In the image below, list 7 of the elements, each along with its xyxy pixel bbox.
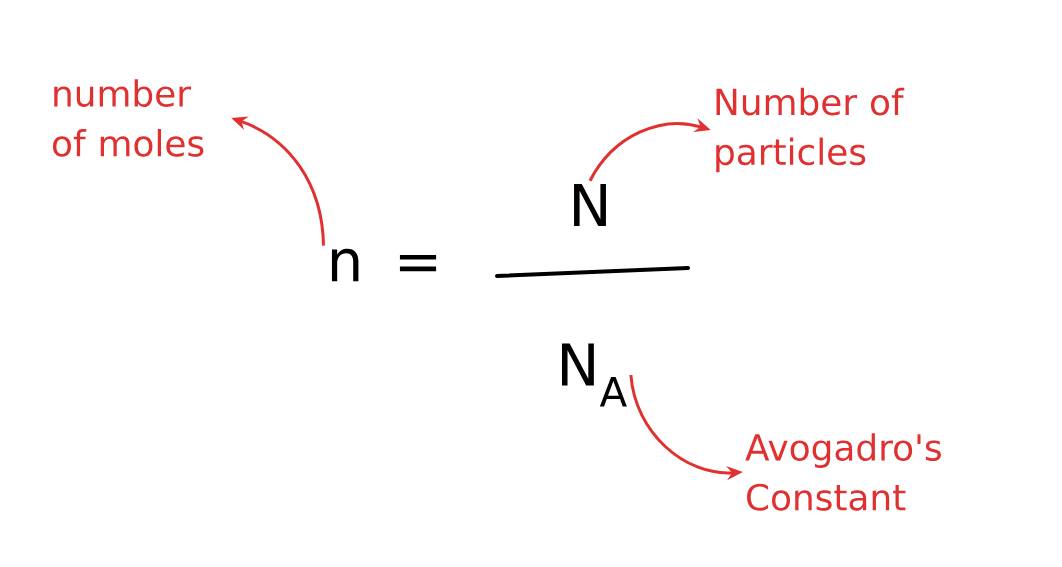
variable-symbol: n bbox=[331, 248, 359, 282]
variable-symbol: N$_{A}$ bbox=[562, 343, 627, 407]
annotation-text: number of moles bbox=[53, 79, 204, 157]
variable-symbol: N bbox=[574, 183, 606, 227]
annotation-text: Number of particles bbox=[716, 87, 905, 173]
equals-sign: = bbox=[399, 254, 437, 272]
annotation-text: Avogadro's Constant bbox=[745, 433, 941, 511]
